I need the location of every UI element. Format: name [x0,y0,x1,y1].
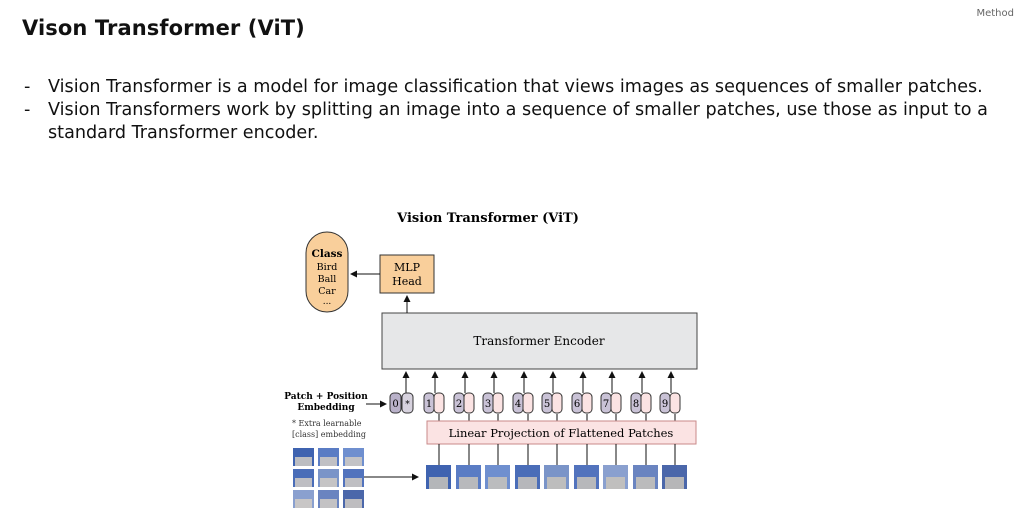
patch-embedding [551,392,563,414]
slide-title: Vison Transformer (ViT) [22,16,305,40]
bullet-marker: - [24,100,31,120]
patch-embedding [463,392,475,414]
grid-patch-detail [320,499,337,508]
grid-patch-detail [295,478,312,487]
bullet-list: - Vision Transformer is a model for imag… [24,76,1009,145]
mlp-head-label: MLP [394,261,421,274]
class-title: Class [312,248,343,260]
patch-building-detail [636,477,655,489]
grid-patch-detail [320,457,337,466]
position-number: 4 [515,399,521,410]
class-item: Car [318,286,336,297]
diagram-title: Vision Transformer (ViT) [396,211,579,226]
class-item: Ball [318,274,337,285]
patch-embedding [640,392,652,414]
footnote-line: [class] embedding [292,430,366,439]
patch-building-detail [459,477,478,489]
patch-building-detail [518,477,537,489]
position-number: 8 [633,399,639,410]
vit-diagram: Vision Transformer (ViT) Class Bird Ball… [278,200,710,518]
patch-embedding [433,392,445,414]
mlp-head-label: Head [392,275,422,288]
position-number: 0 [392,399,398,410]
position-number: 1 [426,399,432,410]
transformer-encoder-box [381,312,698,370]
patch-building-detail [429,477,448,489]
position-number: 2 [456,399,462,410]
patch-embedding [669,392,681,414]
bullet-text: Vision Transformers work by splitting an… [48,100,988,143]
patch-building-detail [665,477,684,489]
patch-building-detail [577,477,596,489]
bullet-marker: - [24,77,31,97]
transformer-encoder-label: Transformer Encoder [473,334,604,348]
patch-embedding [522,392,534,414]
class-token-embedding [401,392,414,414]
embedding-label: Patch + Position [284,392,368,402]
class-token-marker: * [405,400,410,410]
patch-embedding [610,392,622,414]
class-output-box [305,231,349,313]
position-number: 7 [603,399,609,410]
class-item: Bird [317,262,338,273]
grid-patch-detail [345,457,362,466]
grid-patch-detail [295,499,312,508]
grid-patch-detail [345,499,362,508]
token-layer: 0 * 1 2 3 4 5 6 7 8 9 [389,371,681,421]
embedding-label: Embedding [297,403,355,413]
section-tag: Method [976,8,1014,19]
linear-projection-label: Linear Projection of Flattened Patches [449,426,674,440]
position-number: 9 [662,399,668,410]
position-number: 6 [574,399,580,410]
bullet-item: - Vision Transformers work by splitting … [24,99,1009,145]
patch-sequence [426,444,687,489]
position-number: 3 [485,399,491,410]
grid-patch-detail [320,478,337,487]
footnote-line: * Extra learnable [292,419,362,428]
patch-grid [293,448,364,508]
grid-patch-detail [345,478,362,487]
bullet-text: Vision Transformer is a model for image … [48,77,983,97]
class-item: ... [323,297,332,307]
patch-building-detail [547,477,566,489]
patch-building-detail [606,477,625,489]
linear-projection-box [426,420,697,445]
mlp-head-box [379,254,435,294]
patch-embedding [581,392,593,414]
position-number: 5 [544,399,550,410]
patch-embedding [492,392,504,414]
bullet-item: - Vision Transformer is a model for imag… [24,76,1009,99]
grid-patch-detail [295,457,312,466]
position-embedding-0 [389,392,402,414]
vit-architecture-figure: Vision Transformer (ViT) Class Bird Ball… [278,200,710,522]
patch-building-detail [488,477,507,489]
